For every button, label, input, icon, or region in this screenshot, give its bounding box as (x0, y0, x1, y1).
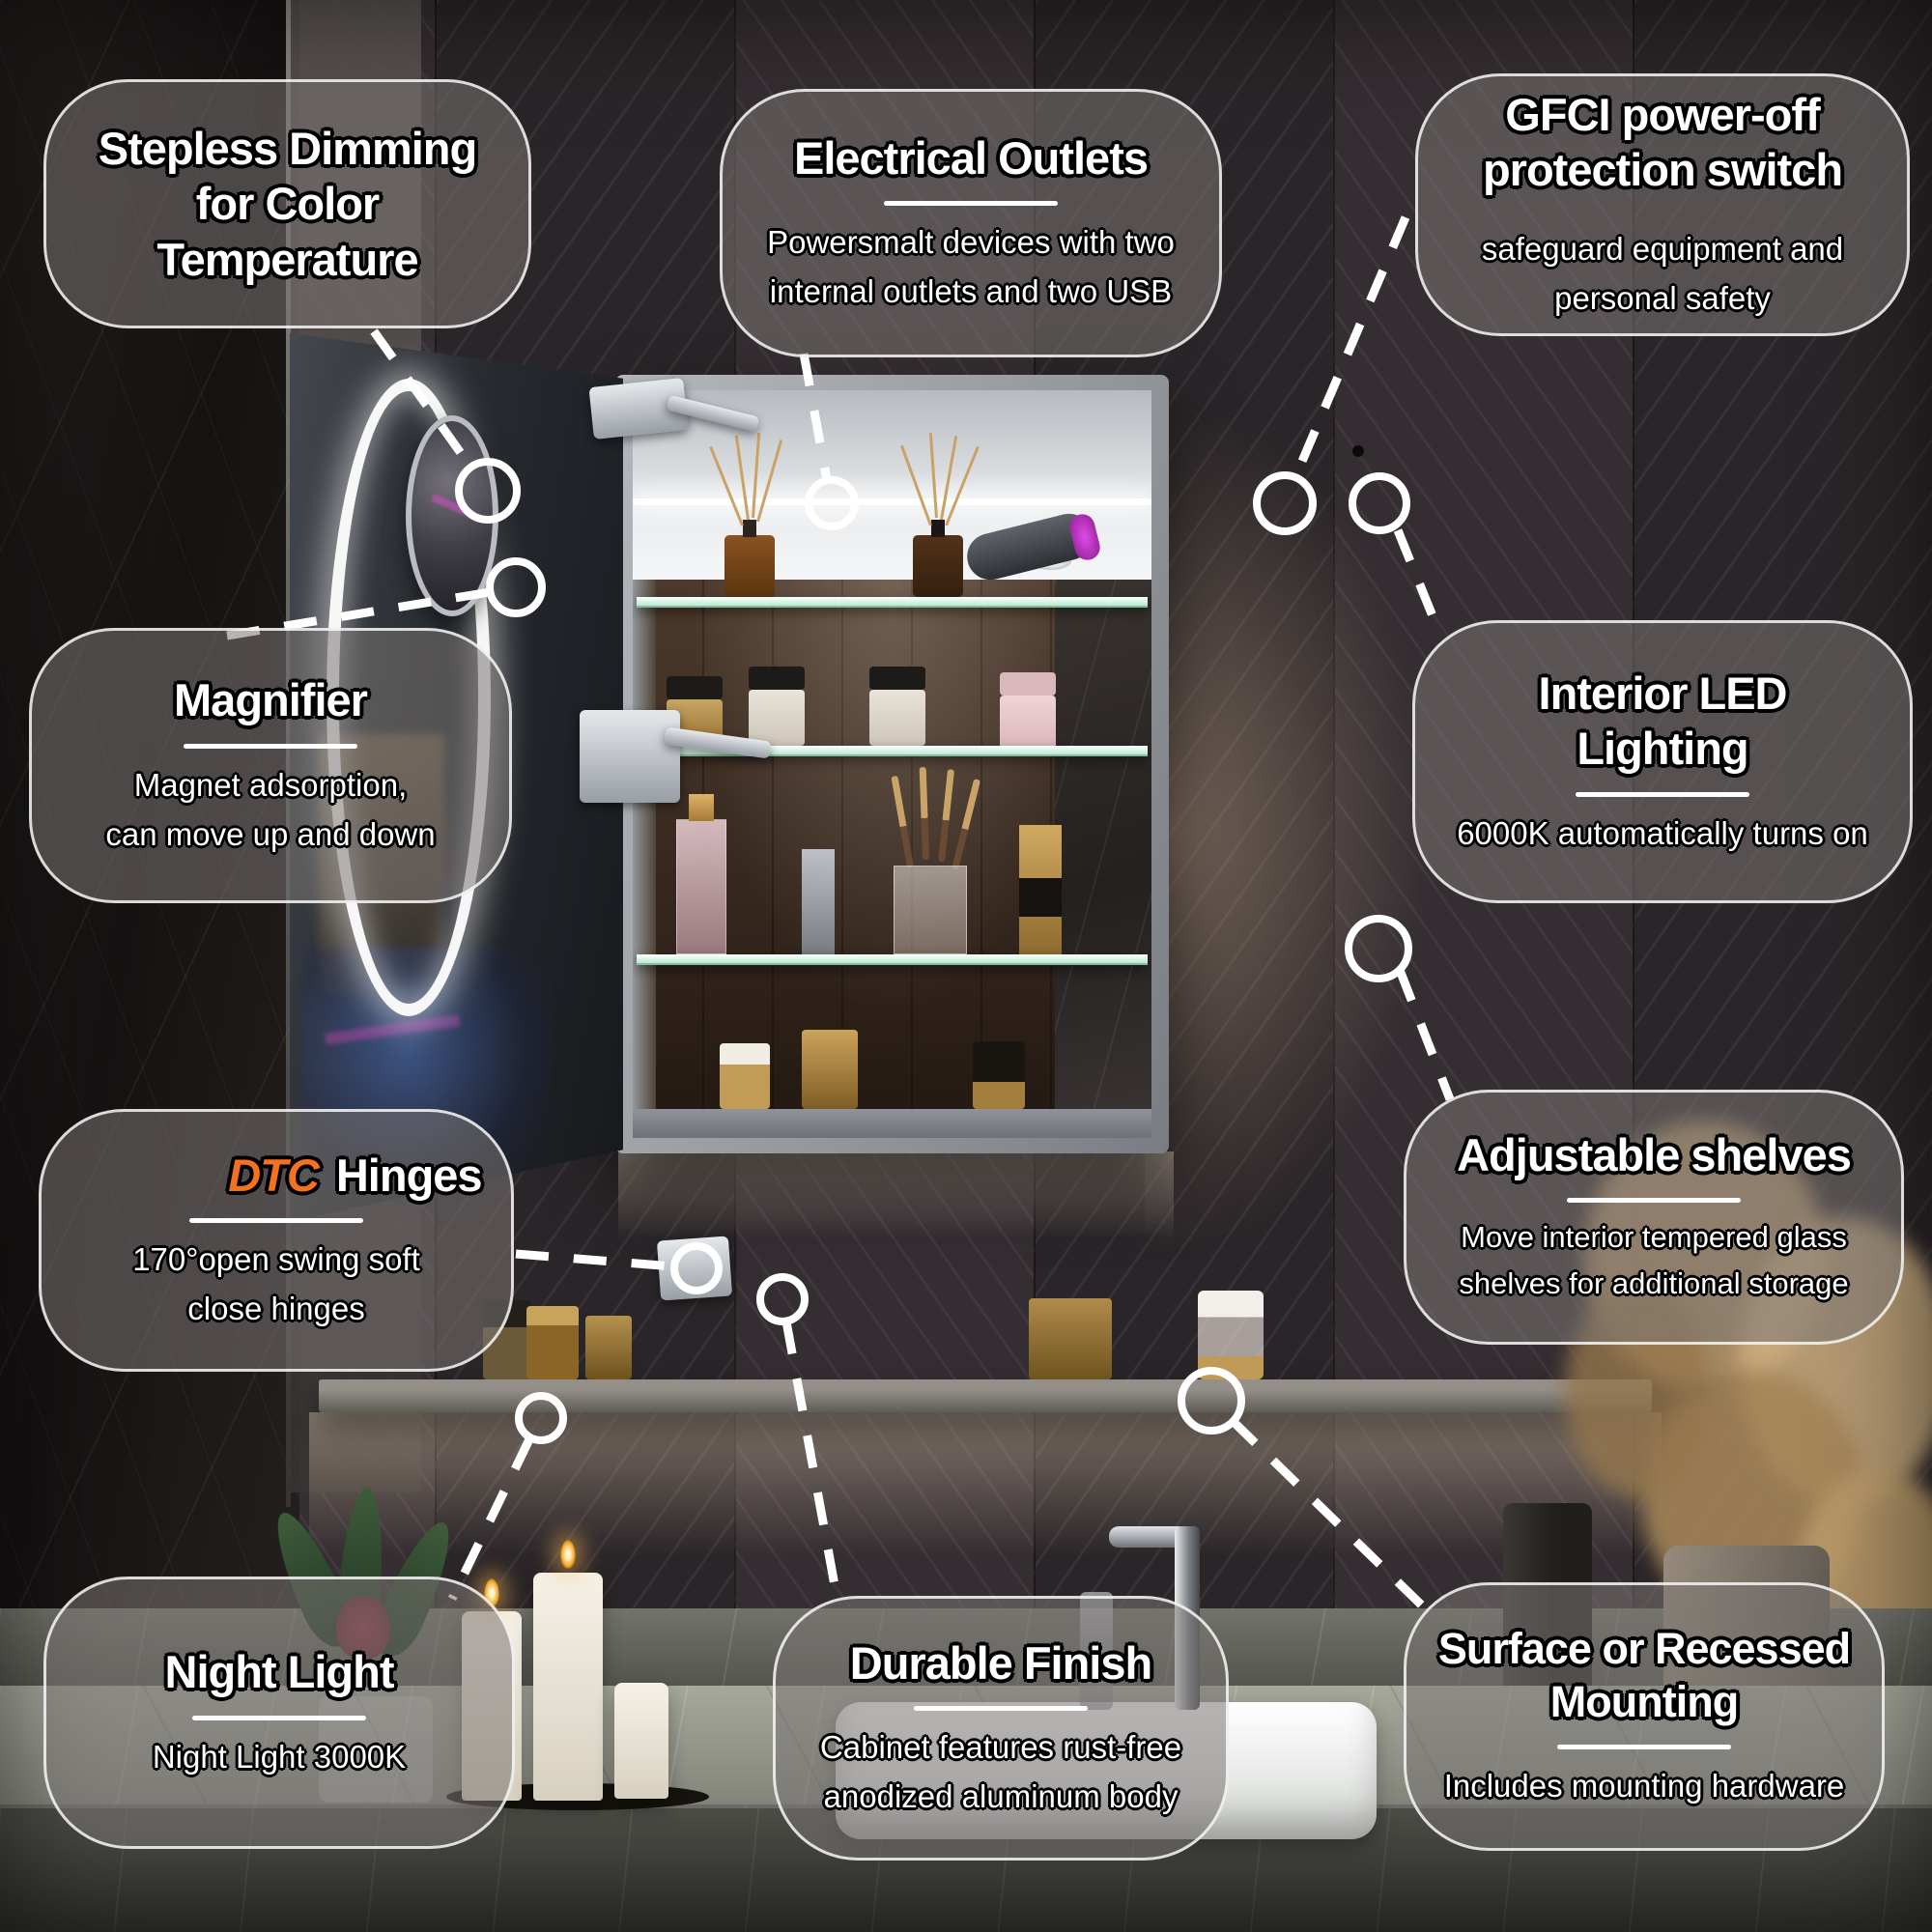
marker-circle-dtc-hinges (670, 1242, 723, 1294)
connector-gfci-switch (1291, 215, 1410, 479)
cabinet-marble-side (1055, 580, 1151, 1138)
dtc-brand-accent: DTC (228, 1149, 320, 1201)
cabinet-left-side (633, 580, 656, 1138)
connector-durable-finish (781, 1321, 841, 1597)
divider (914, 1706, 1088, 1712)
marker-circle-surface-mounting (1178, 1367, 1245, 1435)
divider (189, 1218, 363, 1224)
diffuser-neck (931, 520, 945, 537)
callout-durable-finish: Durable Finish Cabinet features rust-fre… (773, 1596, 1229, 1861)
interior-led-strip (633, 498, 1151, 505)
divider (192, 1715, 366, 1720)
diffuser-neck (743, 520, 756, 537)
callout-title-rest: Hinges (324, 1149, 483, 1201)
ledge-jar (585, 1316, 632, 1379)
cream-jar (749, 667, 805, 746)
callout-dtc-hinges: DTC Hinges 170°open swing soft close hin… (39, 1109, 514, 1372)
dark-jar (973, 1041, 1025, 1109)
glass-shelf (637, 597, 1148, 608)
callout-subtitle: Includes mounting hardware (1443, 1767, 1845, 1804)
marker-circle-stepless-dimming (455, 458, 521, 524)
callout-subtitle: Night Light 3000K (152, 1738, 407, 1775)
callout-night-light: Night Light Night Light 3000K (43, 1577, 515, 1849)
gold-canister (802, 1030, 858, 1109)
callout-title: Magnifier (174, 674, 368, 726)
marker-circle-magnifier (486, 557, 546, 617)
callout-stepless-dimming: Stepless Dimming for Color Temperature (43, 79, 531, 328)
connector-dtc-hinges (515, 1249, 674, 1271)
connector-magnifier (226, 587, 491, 640)
callout-title: Night Light (164, 1646, 395, 1698)
brush-cup (894, 866, 967, 954)
connector-night-light (447, 1437, 534, 1601)
callout-subtitle: 6000K automatically turns on (1457, 814, 1868, 851)
callout-title: Adjustable shelves (1457, 1128, 1852, 1180)
glass-shelf (637, 954, 1148, 965)
perfume-bottle (676, 819, 726, 954)
sensor-dot (1352, 445, 1364, 457)
callout-title: Interior LED Lighting (1538, 668, 1788, 775)
cabinet-floor (633, 1109, 1151, 1138)
marker-circle-durable-finish (756, 1273, 809, 1325)
divider (884, 201, 1058, 207)
perfume-cap (689, 794, 714, 821)
connector-adjustable-shelves (1395, 968, 1455, 1101)
callout-subtitle: Powersmalt devices with two internal out… (767, 224, 1175, 310)
glass-shelf (637, 746, 1148, 756)
ledge-jar (526, 1306, 579, 1379)
cream-jar (869, 667, 925, 746)
callout-subtitle: safeguard equipment and personal safety (1481, 231, 1844, 317)
divider (1557, 1744, 1731, 1749)
under-cabinet-glow (618, 1151, 1174, 1238)
callout-title: GFCI power-off protection switch (1482, 88, 1843, 195)
callout-subtitle: 170°open swing soft close hinges (132, 1241, 420, 1327)
marker-circle-adjustable-shelves (1345, 915, 1412, 982)
callout-title: Surface or Recessed Mounting (1437, 1624, 1851, 1726)
cabinet-interior (633, 390, 1151, 1138)
callout-interior-led: Interior LED Lighting 6000K automaticall… (1412, 620, 1913, 903)
ledge-cream-jar (1198, 1291, 1264, 1379)
reed-diffuser (913, 535, 963, 597)
marker-circle-interior-led (1349, 472, 1410, 534)
cabinet-backlight-glow (1145, 406, 1435, 1256)
divider (1567, 1198, 1741, 1204)
callout-title: DTC Hinges (228, 1148, 482, 1203)
divider (184, 743, 357, 749)
callout-subtitle: Move interior tempered glass shelves for… (1459, 1220, 1849, 1301)
callout-title: Electrical Outlets (794, 131, 1149, 184)
divider (1576, 791, 1749, 797)
callout-gfci-switch: GFCI power-off protection switch safegua… (1415, 73, 1910, 336)
callout-surface-mounting: Surface or Recessed Mounting Includes mo… (1404, 1582, 1885, 1851)
connector-interior-led (1393, 528, 1444, 635)
slim-bottle (802, 849, 835, 954)
candle-flame (560, 1540, 576, 1569)
callout-title: Durable Finish (849, 1636, 1152, 1689)
connector-surface-mounting (1228, 1416, 1427, 1610)
candle (614, 1683, 668, 1799)
white-jar (720, 1043, 770, 1109)
pink-jar (1000, 672, 1056, 752)
candle (533, 1573, 603, 1801)
callout-magnifier: Magnifier Magnet adsorption, can move up… (29, 628, 512, 903)
callout-electrical-outlets: Electrical Outlets Powersmalt devices wi… (720, 89, 1222, 357)
callout-title: Stepless Dimming for Color Temperature (98, 123, 477, 285)
connector-electrical-outlets (799, 353, 832, 481)
reed-diffuser (724, 535, 775, 597)
marker-circle-electrical-outlets (805, 476, 859, 530)
callout-adjustable-shelves: Adjustable shelves Move interior tempere… (1404, 1090, 1904, 1345)
callout-subtitle: Magnet adsorption, can move up and down (105, 766, 436, 852)
marker-circle-night-light (515, 1392, 567, 1444)
callout-subtitle: Cabinet features rust-free anodized alum… (819, 1729, 1182, 1815)
marker-circle-gfci-switch (1253, 471, 1317, 535)
hinge-hardware (580, 710, 680, 803)
ledge-gold-box (1029, 1298, 1112, 1379)
connector-stepless-dimming (370, 328, 474, 469)
gold-tube-band (1019, 878, 1062, 917)
